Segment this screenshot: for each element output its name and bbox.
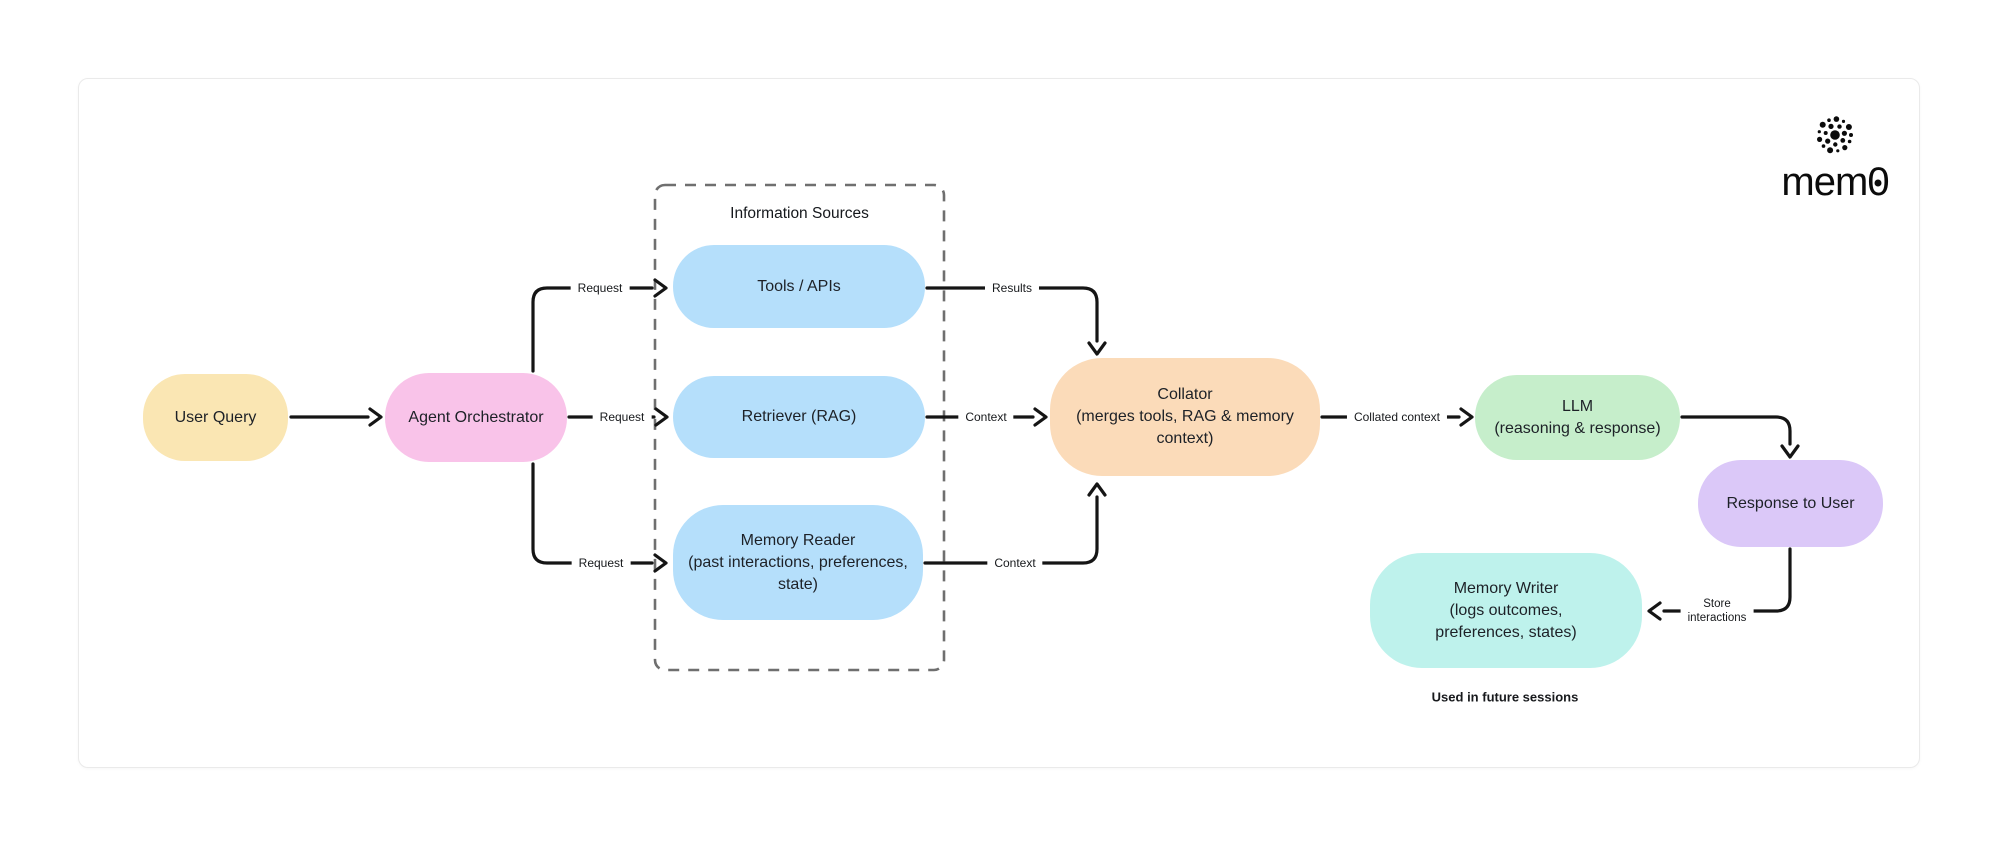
information-sources-group-title: Information Sources [730,205,869,222]
zero-dot [1874,179,1882,187]
node-agent-orchestrator[interactable]: Agent Orchestrator [385,373,567,462]
future-sessions-note: Used in future sessions [1431,689,1579,705]
node-llm[interactable]: LLM (reasoning & response) [1475,375,1680,460]
edge-label-request-mid: Request [592,409,652,425]
edge-label-context-mid: Context [958,409,1014,425]
edge-label-results: Results [984,280,1040,296]
edge-label-request-top: Request [570,280,630,296]
node-response-to-user[interactable]: Response to User [1698,460,1883,547]
mem0-logo-mark-icon [1817,116,1853,154]
edge-label-collated-context: Collated context [1346,409,1448,425]
node-tools-apis[interactable]: Tools / APIs [673,245,925,328]
node-memory-writer[interactable]: Memory Writer (logs outcomes, preference… [1370,553,1642,668]
edge-label-request-bottom: Request [571,555,631,571]
edge-label-context-bottom: Context [987,555,1043,571]
mem0-wordmark: mem0 [1760,162,1910,202]
edge-label-store-interactions: Store interactions [1680,596,1754,626]
node-retriever-rag[interactable]: Retriever (RAG) [673,376,925,458]
node-collator[interactable]: Collator (merges tools, RAG & memory con… [1050,358,1320,476]
node-user-query[interactable]: User Query [143,374,288,461]
node-memory-reader[interactable]: Memory Reader (past interactions, prefer… [673,505,923,620]
mem0-logo: mem0 [1760,112,1910,202]
